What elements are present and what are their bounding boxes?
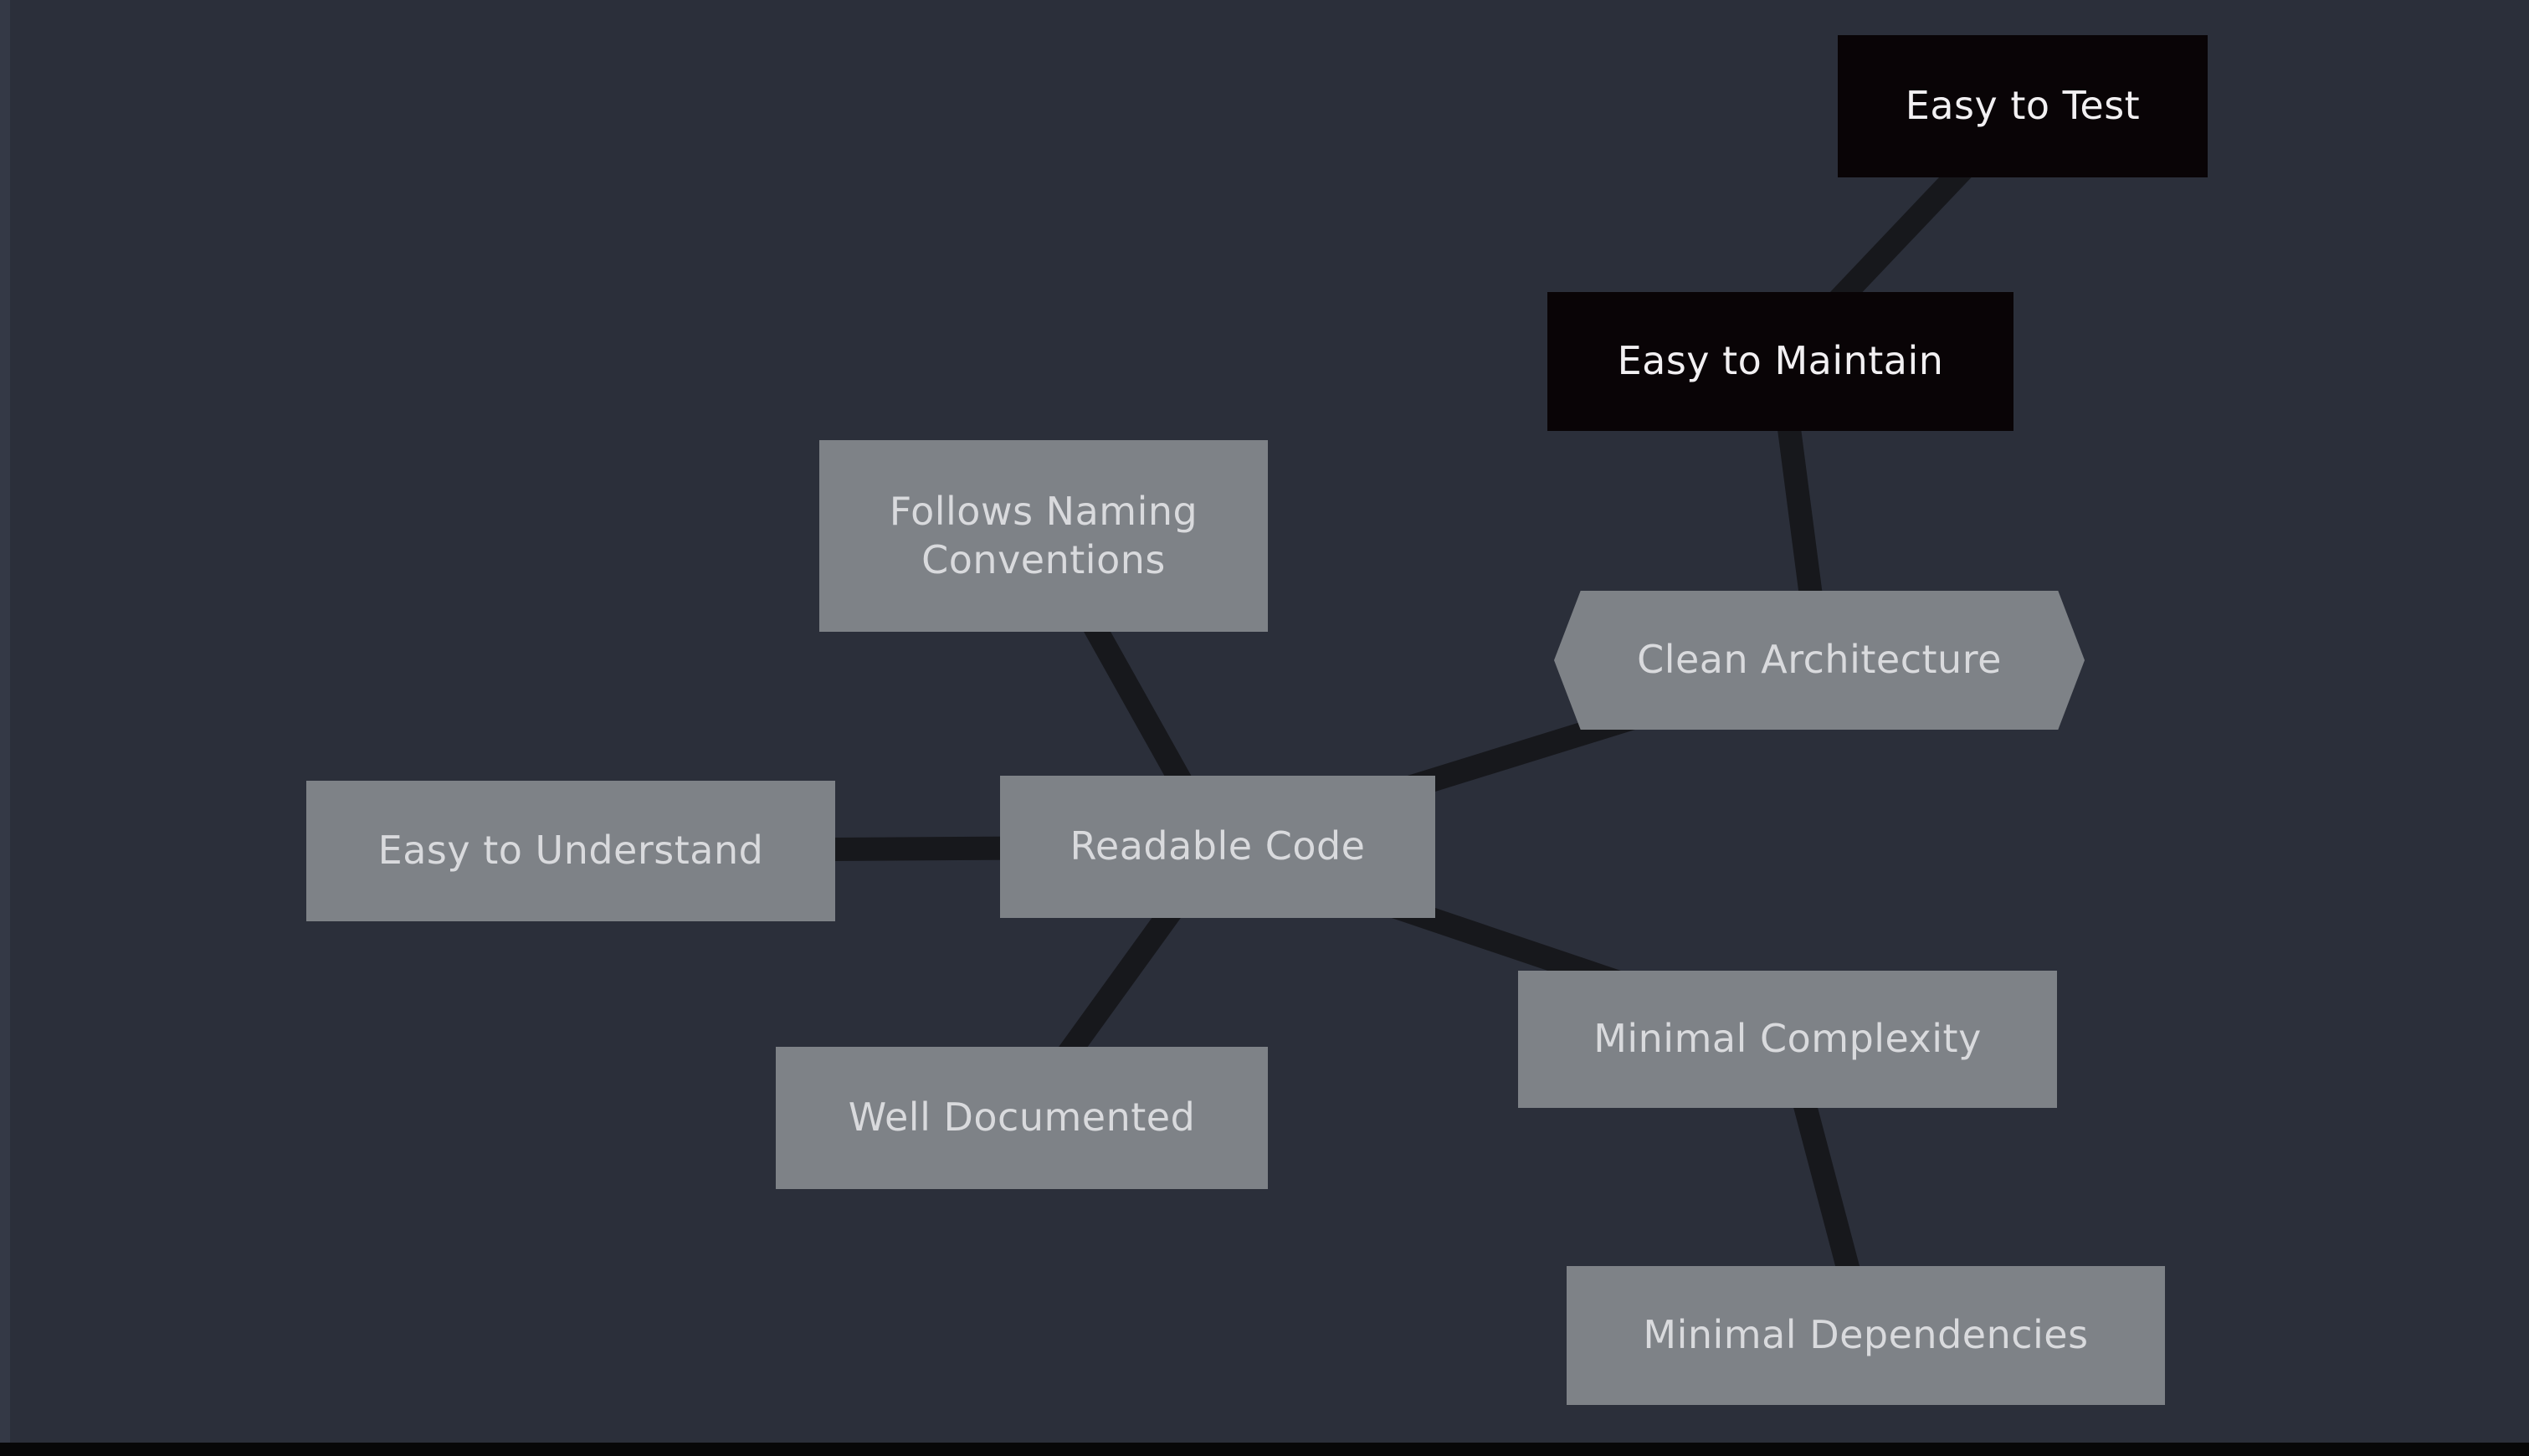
node-easy-to-test[interactable]: Easy to Test: [1838, 35, 2208, 177]
node-label: Easy to Test: [1905, 83, 2141, 129]
node-easy-to-understand[interactable]: Easy to Understand: [306, 781, 835, 921]
node-readable-code[interactable]: Readable Code: [1000, 776, 1435, 918]
node-label: Well Documented: [848, 1095, 1196, 1141]
node-label: Minimal Dependencies: [1643, 1312, 2089, 1358]
canvas-bottom-bar: [0, 1443, 2529, 1456]
node-well-documented[interactable]: Well Documented: [776, 1047, 1268, 1189]
node-label: Clean Architecture: [1637, 637, 2002, 683]
node-easy-to-maintain[interactable]: Easy to Maintain: [1547, 292, 2013, 431]
node-label: Follows Naming Conventions: [889, 489, 1198, 582]
node-label: Easy to Understand: [377, 828, 764, 874]
node-label: Minimal Complexity: [1593, 1016, 1982, 1062]
node-label: Readable Code: [1070, 823, 1366, 869]
node-clean-architecture[interactable]: Clean Architecture: [1554, 591, 2085, 730]
node-follows-naming-conventions[interactable]: Follows Naming Conventions: [819, 440, 1268, 632]
node-minimal-complexity[interactable]: Minimal Complexity: [1518, 971, 2057, 1108]
node-label: Easy to Maintain: [1617, 338, 1944, 384]
canvas-left-strip: [0, 0, 10, 1456]
node-minimal-dependencies[interactable]: Minimal Dependencies: [1567, 1266, 2165, 1405]
